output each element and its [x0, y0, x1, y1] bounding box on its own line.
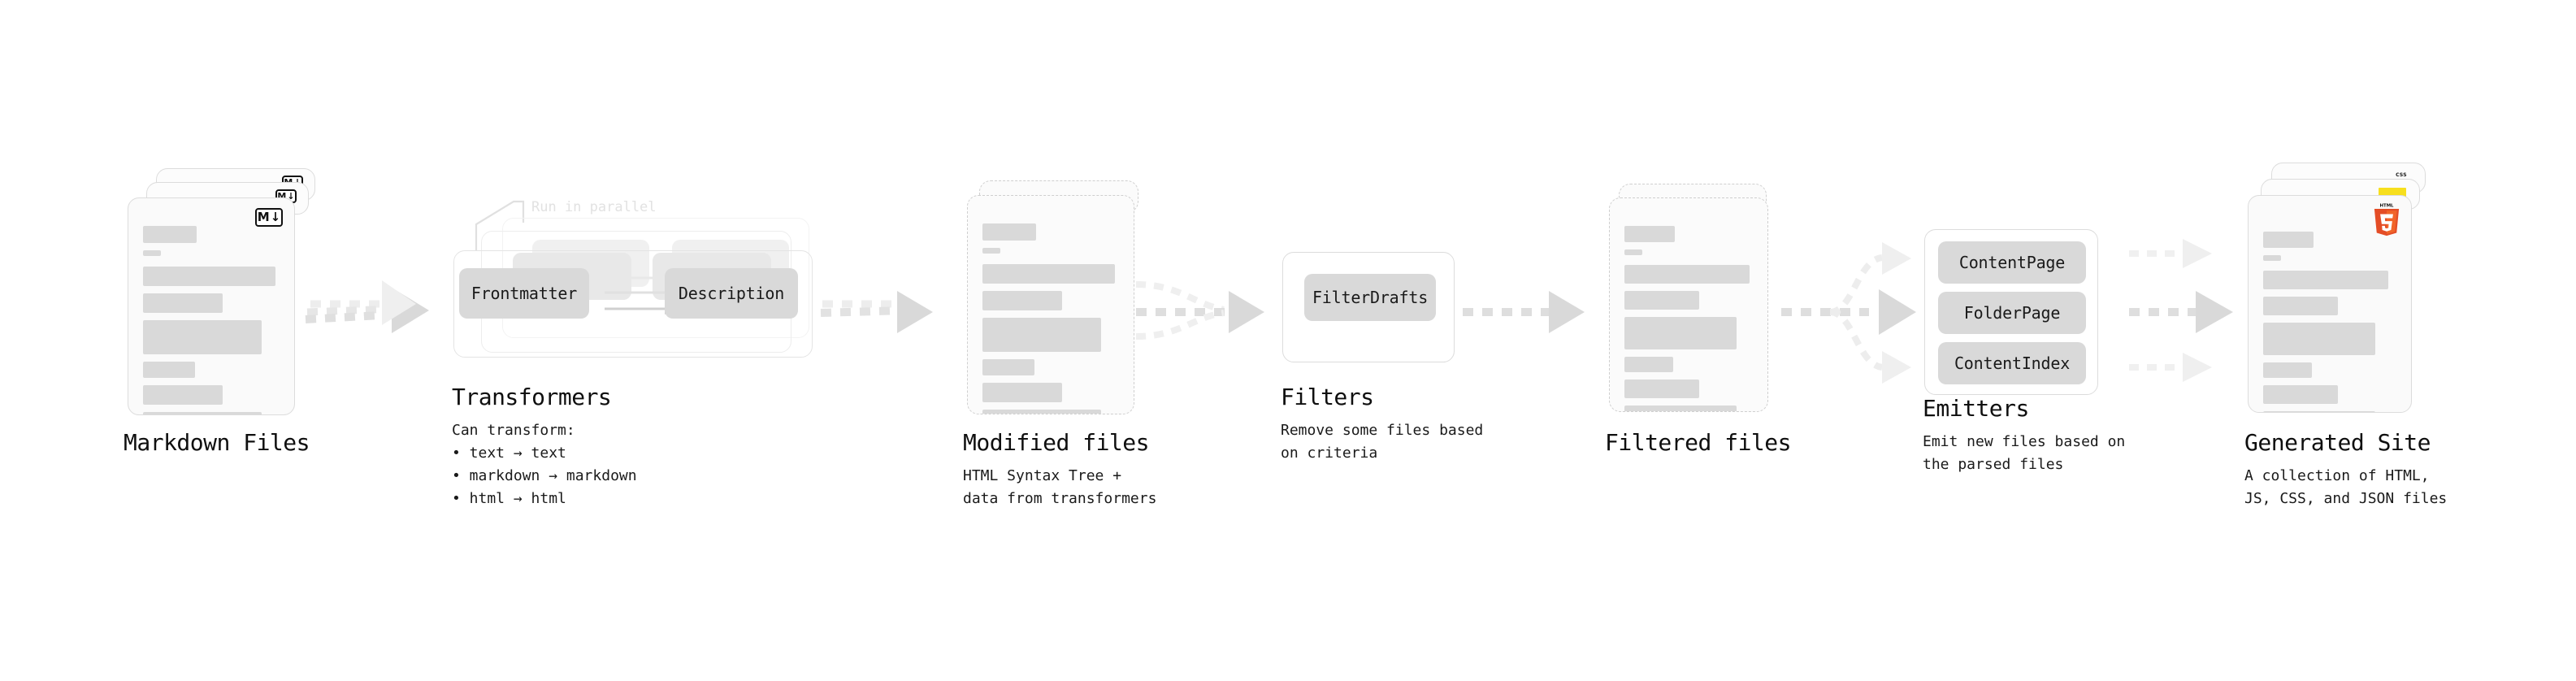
css-badge-label: CSS: [2396, 172, 2407, 178]
placeholder-bar: [2263, 255, 2281, 261]
arrow-transformers-to-modified: [820, 291, 933, 333]
placeholder-bar: [143, 385, 223, 405]
placeholder-bar: [143, 250, 161, 256]
arrow-filters-to-filtered: [1463, 291, 1585, 333]
emitters-subtitle: Emit new files based on the parsed files: [1923, 433, 2126, 473]
filters-box[interactable]: FilterDrafts: [1282, 252, 1455, 362]
filtered-placeholder-lines: [1624, 226, 1754, 411]
placeholder-bar: [982, 318, 1101, 352]
transformers-title: Transformers: [452, 384, 612, 410]
arrow-emitters-to-site: [2129, 239, 2233, 382]
svg-text:HTML: HTML: [2380, 204, 2395, 209]
modified-card-front[interactable]: [967, 195, 1134, 414]
site-placeholder-lines: [2263, 232, 2398, 412]
transformers-subtitle: Can transform: • text → text • markdown …: [452, 422, 637, 507]
placeholder-bar: [982, 410, 1101, 414]
filtered-files-title: Filtered files: [1605, 429, 1792, 456]
modified-files-subtitle: HTML Syntax Tree + data from transformer…: [963, 467, 1157, 507]
transformer-chip-label: Description: [678, 284, 785, 303]
run-in-parallel-label: Run in parallel: [531, 199, 657, 215]
arrow-modified-to-filters: [1135, 281, 1264, 340]
placeholder-bar: [1624, 265, 1750, 284]
emitter-chip-label: ContentPage: [1958, 253, 2066, 272]
placeholder-bar: [143, 362, 195, 378]
markdown-badge-m: M: [257, 210, 270, 224]
placeholder-bar: [2263, 362, 2312, 378]
markdown-badge-arrow-icon: ↓: [270, 210, 281, 224]
emitter-chip-contentpage[interactable]: ContentPage: [1938, 241, 2086, 284]
emitter-chip-label: ContentIndex: [1954, 354, 2071, 373]
transformer-chip-description[interactable]: Description: [665, 268, 798, 319]
filters-title: Filters: [1281, 384, 1374, 410]
markdown-badge: M ↓: [255, 208, 283, 227]
emitters-box[interactable]: ContentPage FolderPage ContentIndex: [1924, 229, 2098, 395]
arrow-filtered-to-emitters: [1781, 242, 1916, 384]
modified-placeholder-lines: [982, 223, 1121, 414]
placeholder-bar: [982, 359, 1034, 375]
placeholder-bar: [2263, 385, 2338, 404]
placeholder-bar: [2263, 232, 2314, 248]
markdown-files-title: Markdown Files: [124, 429, 310, 456]
placeholder-bar: [982, 223, 1036, 241]
placeholder-bar: [1624, 249, 1642, 255]
placeholder-bar: [982, 248, 1000, 254]
filter-chip-filterdrafts[interactable]: FilterDrafts: [1304, 274, 1436, 321]
placeholder-bar: [1624, 380, 1699, 398]
placeholder-bar: [2263, 297, 2338, 315]
placeholder-bar: [143, 226, 197, 243]
placeholder-bar: [982, 291, 1062, 310]
placeholder-bar: [982, 264, 1115, 284]
placeholder-bar: [143, 293, 223, 313]
modified-files-title: Modified files: [963, 429, 1150, 456]
placeholder-bar: [143, 267, 275, 286]
placeholder-bar: [982, 383, 1062, 402]
generated-site-subtitle: A collection of HTML, JS, CSS, and JSON …: [2244, 467, 2448, 507]
emitter-chip-contentindex[interactable]: ContentIndex: [1938, 342, 2086, 384]
markdown-card-front[interactable]: M ↓: [128, 197, 295, 415]
placeholder-bar: [1624, 406, 1737, 411]
filter-chip-label: FilterDrafts: [1312, 288, 1429, 307]
markdown-placeholder-lines: [143, 226, 281, 414]
transformer-chip-frontmatter[interactable]: Frontmatter: [459, 268, 589, 319]
placeholder-bar: [2263, 323, 2375, 355]
markdown-badge-arrow-icon: ↓: [287, 191, 295, 202]
placeholder-bar: [1624, 291, 1699, 310]
markdown-badge-m: M: [277, 191, 287, 202]
placeholder-bar: [2263, 411, 2375, 412]
placeholder-bar: [1624, 226, 1675, 242]
emitter-chip-label: FolderPage: [1963, 303, 2061, 323]
html5-logo-icon: HTML: [2374, 204, 2400, 236]
placeholder-bar: [1624, 357, 1673, 372]
emitters-title: Emitters: [1923, 395, 2029, 422]
placeholder-bar: [143, 320, 262, 354]
emitter-chip-folderpage[interactable]: FolderPage: [1938, 292, 2086, 334]
site-card-html[interactable]: HTML: [2248, 195, 2412, 413]
transformer-chip-label: Frontmatter: [471, 284, 578, 303]
placeholder-bar: [1624, 317, 1737, 349]
filters-subtitle: Remove some files based on criteria: [1281, 422, 1484, 462]
parallel-bracket-icon: [475, 200, 525, 250]
arrow-markdown-to-transformers: [305, 280, 429, 333]
transformers-box[interactable]: [453, 250, 813, 358]
placeholder-bar: [2263, 271, 2388, 289]
generated-site-title: Generated Site: [2244, 429, 2431, 456]
placeholder-bar: [143, 412, 262, 414]
filtered-card-front[interactable]: [1609, 197, 1768, 412]
